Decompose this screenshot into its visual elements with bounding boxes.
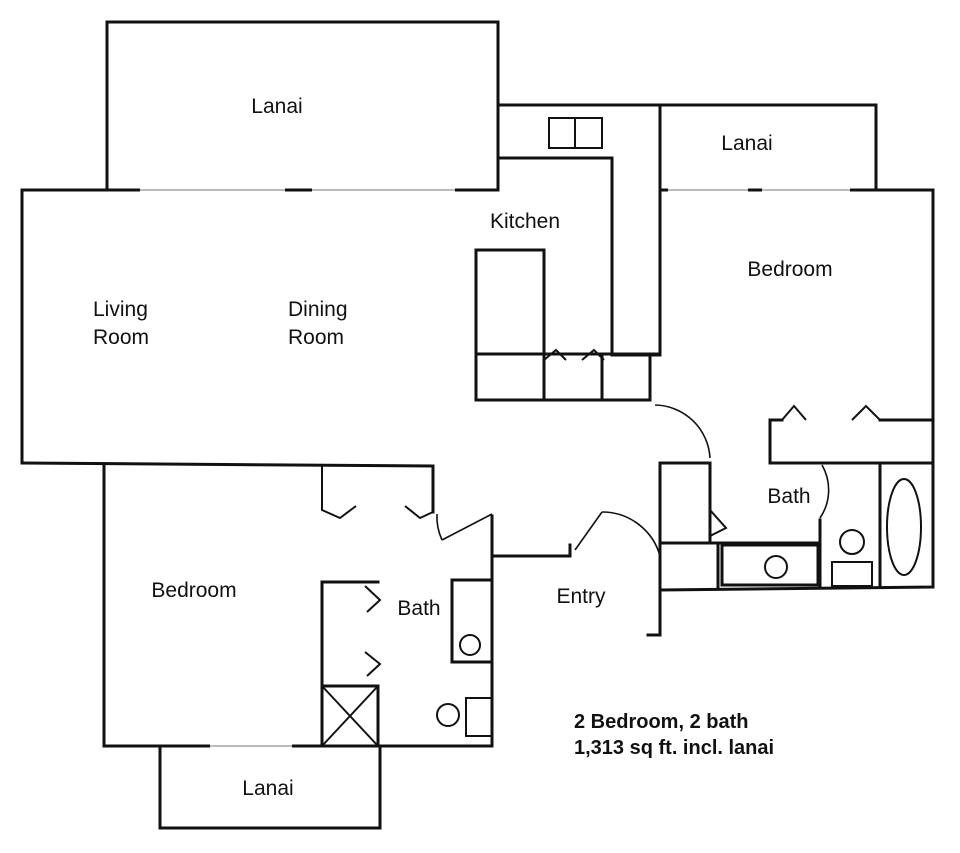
- bath-left-label: Bath: [397, 597, 440, 620]
- lanai-right-label: Lanai: [721, 132, 772, 155]
- caption-line2: 1,313 sq ft. incl. lanai: [574, 737, 774, 759]
- lanai-top-label: Lanai: [251, 95, 302, 118]
- dining-room-label-line2: Room: [288, 326, 344, 349]
- dining-room-label-line1: Dining: [288, 298, 348, 321]
- lanai-bottom-label: Lanai: [242, 777, 293, 800]
- kitchen-label: Kitchen: [490, 210, 560, 233]
- bedroom-left-label: Bedroom: [151, 579, 236, 602]
- living-room-label-line2: Room: [93, 326, 149, 349]
- kitchen-fixtures: [474, 117, 662, 402]
- door-swings: [436, 404, 830, 557]
- left-bath-walls: [320, 464, 572, 748]
- bedroom-right-label: Bedroom: [747, 258, 832, 281]
- caption-line1: 2 Bedroom, 2 bath: [574, 711, 748, 733]
- living-room-label-line1: Living: [93, 298, 148, 321]
- entry-label: Entry: [556, 585, 606, 608]
- windows: [140, 188, 850, 748]
- exterior-walls: [20, 103, 935, 830]
- bath-right-label: Bath: [767, 485, 810, 508]
- right-bath-walls: [646, 404, 935, 637]
